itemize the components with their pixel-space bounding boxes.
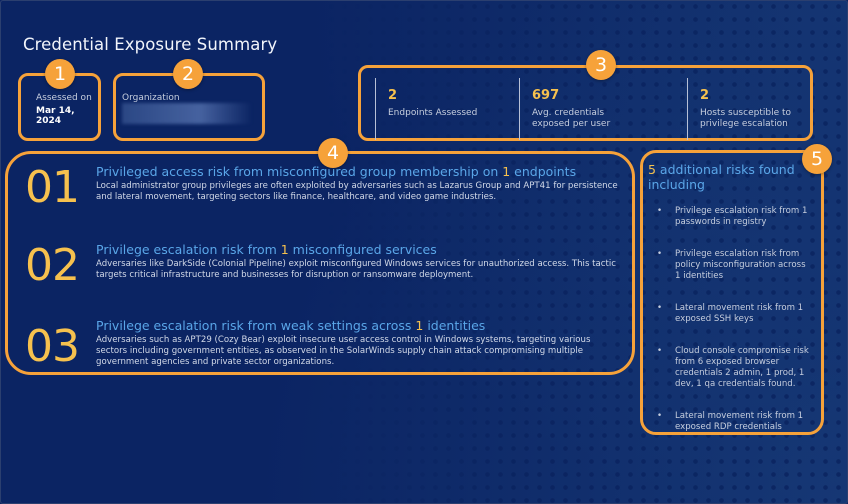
assessed-on-label: Assessed on bbox=[36, 93, 92, 103]
callout-badge-2: 2 bbox=[173, 59, 203, 89]
assessed-on-date: Mar 14, 2024 bbox=[36, 106, 75, 126]
organization-label: Organization bbox=[122, 93, 180, 103]
callout-badge-4: 4 bbox=[318, 138, 348, 168]
additional-risks-list: Privilege escalation risk from 1 passwor… bbox=[648, 206, 813, 433]
stat-value: 2 bbox=[700, 88, 710, 103]
risk-number: 01 bbox=[25, 162, 80, 213]
risk-description: Adversaries like DarkSide (Colonial Pipe… bbox=[96, 259, 617, 280]
risk-count: 1 bbox=[280, 242, 289, 257]
callout-badge-3: 3 bbox=[586, 50, 616, 80]
risk-title: Privileged access risk from misconfigure… bbox=[96, 164, 577, 179]
risk-count: 1 bbox=[502, 164, 511, 179]
stat-hosts-susceptible: 2 Hosts susceptible to privilege escalat… bbox=[687, 78, 810, 140]
risk-title: Privilege escalation risk from 1 misconf… bbox=[96, 242, 437, 257]
additional-risks-count: 5 bbox=[648, 162, 656, 177]
top-risks-card: 01 Privileged access risk from misconfig… bbox=[5, 151, 635, 375]
stat-avg-credentials: 697 Avg. credentials exposed per user bbox=[519, 78, 687, 140]
additional-risk-item: Lateral movement risk from 1 exposed SSH… bbox=[648, 303, 813, 325]
additional-risk-item: Lateral movement risk from 1 exposed RDP… bbox=[648, 411, 813, 433]
stat-value: 697 bbox=[532, 88, 560, 103]
risk-number: 03 bbox=[25, 321, 80, 372]
additional-risks-heading: 5 additional risks found including bbox=[648, 162, 795, 192]
stat-label: Endpoints Assessed bbox=[388, 108, 478, 118]
page-title: Credential Exposure Summary bbox=[23, 35, 278, 54]
callout-badge-1: 1 bbox=[45, 59, 75, 89]
additional-risk-item: Privilege escalation risk from policy mi… bbox=[648, 249, 813, 282]
risk-number: 02 bbox=[25, 240, 80, 291]
additional-risk-item: Privilege escalation risk from 1 passwor… bbox=[648, 206, 813, 228]
risk-description: Local administrator group privileges are… bbox=[96, 181, 618, 202]
callout-badge-5: 5 bbox=[802, 144, 832, 174]
stat-value: 2 bbox=[388, 88, 398, 103]
stat-endpoints-assessed: 2 Endpoints Assessed bbox=[375, 78, 519, 140]
stats-card: 2 Endpoints Assessed 697 Avg. credential… bbox=[358, 65, 813, 141]
stat-label: Hosts susceptible to privilege escalatio… bbox=[700, 108, 791, 129]
risk-title: Privilege escalation risk from weak sett… bbox=[96, 318, 486, 333]
additional-risk-item: Cloud console compromise risk from 6 exp… bbox=[648, 346, 813, 390]
stat-label: Avg. credentials exposed per user bbox=[532, 108, 611, 129]
risk-description: Adversaries such as APT29 (Cozy Bear) ex… bbox=[96, 335, 591, 367]
risk-count: 1 bbox=[415, 318, 424, 333]
organization-value-redacted bbox=[122, 103, 252, 124]
additional-risks-card: 5 additional risks found including Privi… bbox=[640, 150, 824, 435]
